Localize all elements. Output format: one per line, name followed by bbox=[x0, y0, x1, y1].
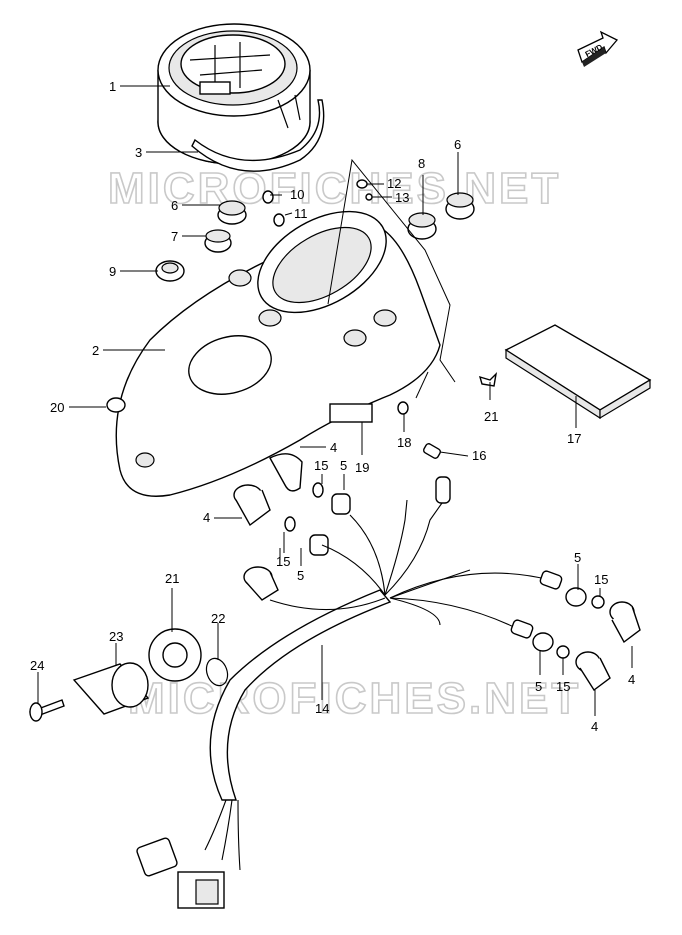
screw-21-upper bbox=[478, 371, 498, 387]
callout-16: 16 bbox=[472, 448, 486, 463]
callout-12: 12 bbox=[387, 176, 401, 191]
wiring-harness-part bbox=[136, 499, 563, 909]
callout-9: 9 bbox=[109, 264, 116, 279]
grommet-7 bbox=[204, 229, 232, 253]
sensor-23 bbox=[72, 662, 150, 715]
leader-lines bbox=[37, 85, 633, 716]
bolt-11 bbox=[273, 213, 285, 227]
callout-5-low: 5 bbox=[535, 679, 542, 694]
callout-4-low: 4 bbox=[591, 719, 598, 734]
bulb-15-b bbox=[284, 516, 296, 532]
callout-15-b: 15 bbox=[276, 554, 290, 569]
callout-21-upper: 21 bbox=[484, 409, 498, 424]
grommet-6-right bbox=[445, 192, 475, 220]
bulb-holder-5-right bbox=[565, 587, 587, 607]
speedometer-part bbox=[157, 23, 311, 165]
callout-19: 19 bbox=[355, 460, 369, 475]
callout-11: 11 bbox=[294, 206, 308, 221]
callout-18: 18 bbox=[397, 435, 411, 450]
callout-4-a: 4 bbox=[330, 440, 337, 455]
callout-10: 10 bbox=[290, 187, 304, 202]
bolt-24 bbox=[29, 699, 65, 722]
socket-4-left-low bbox=[243, 566, 279, 601]
callout-1: 1 bbox=[109, 79, 116, 94]
callout-15-a: 15 bbox=[314, 458, 328, 473]
bulb-15-low bbox=[556, 645, 570, 659]
grommet-8 bbox=[407, 212, 437, 240]
watermark-bottom: MICROFICHES.NET bbox=[128, 674, 581, 723]
bulb-holder-5-a bbox=[331, 493, 351, 515]
socket-4-b bbox=[233, 484, 271, 527]
callout-15-right: 15 bbox=[594, 572, 608, 587]
meter-ring-part bbox=[191, 99, 325, 172]
socket-16 bbox=[422, 443, 442, 459]
callout-5-a: 5 bbox=[340, 458, 347, 473]
callout-20: 20 bbox=[50, 400, 64, 415]
callout-6-left: 6 bbox=[171, 198, 178, 213]
socket-4-right-b bbox=[575, 651, 611, 692]
callout-2: 2 bbox=[92, 343, 99, 358]
instruction-plate-part bbox=[504, 324, 652, 420]
callout-6-right: 6 bbox=[454, 137, 461, 152]
washer-12 bbox=[356, 179, 368, 189]
screw-20 bbox=[106, 397, 126, 413]
meter-housing-part bbox=[115, 210, 441, 497]
callout-8: 8 bbox=[418, 156, 425, 171]
callout-4-b: 4 bbox=[203, 510, 210, 525]
callouts: 1 3 6 7 9 10 11 12 13 8 6 2 20 21 17 18 … bbox=[30, 79, 635, 734]
socket-upper-right bbox=[435, 476, 451, 504]
callout-5-b: 5 bbox=[297, 568, 304, 583]
callout-14: 14 bbox=[315, 701, 329, 716]
bulb-holder-5-b bbox=[309, 534, 329, 556]
fwd-arrow-icon: FWD bbox=[577, 30, 619, 67]
callout-13: 13 bbox=[395, 190, 409, 205]
callout-7: 7 bbox=[171, 229, 178, 244]
socket-4-right-a bbox=[609, 601, 641, 644]
grommet-9 bbox=[155, 260, 185, 282]
gear-21 bbox=[148, 628, 202, 682]
grommet-6-left bbox=[217, 200, 247, 225]
nut-10 bbox=[262, 190, 274, 204]
callout-5-right: 5 bbox=[574, 550, 581, 565]
circlip-22 bbox=[205, 657, 229, 687]
bulb-15-right bbox=[591, 595, 605, 609]
callout-21-gear: 21 bbox=[165, 571, 179, 586]
washer-18 bbox=[397, 401, 409, 415]
callout-4-right: 4 bbox=[628, 672, 635, 687]
socket-4-a bbox=[269, 453, 303, 492]
callout-17: 17 bbox=[567, 431, 581, 446]
bulb-15-a bbox=[312, 482, 324, 498]
callout-22: 22 bbox=[211, 611, 225, 626]
callout-3: 3 bbox=[135, 145, 142, 160]
callout-23: 23 bbox=[109, 629, 123, 644]
callout-15-low: 15 bbox=[556, 679, 570, 694]
callout-24: 24 bbox=[30, 658, 44, 673]
bulb-holder-5-low bbox=[532, 632, 554, 652]
screw-13 bbox=[365, 193, 373, 201]
